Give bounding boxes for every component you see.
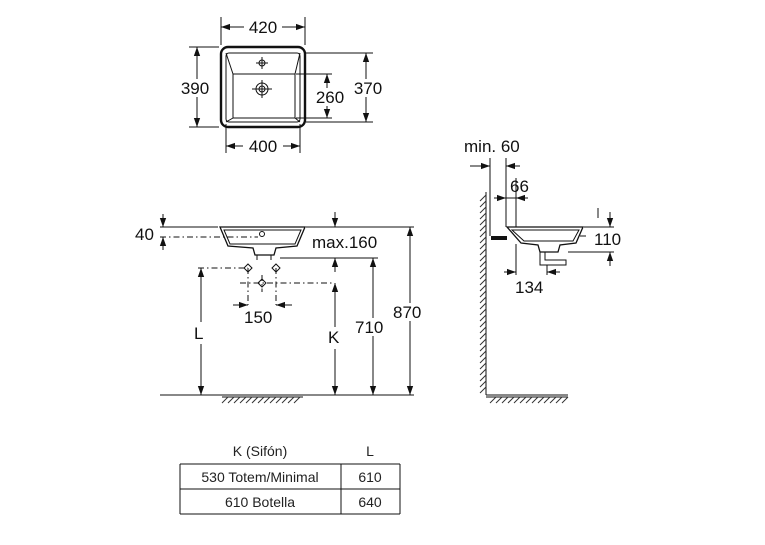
dim-max160: max.160 [312,233,377,252]
wall-bracket [491,236,507,240]
valve-right-icon [271,263,281,273]
dim-40: 40 [135,225,154,244]
basin-inner-outline [225,52,301,123]
dim-150: 150 [244,308,272,327]
table-row-2-k: 610 Botella [225,494,295,510]
dim-260: 260 [316,88,344,107]
basin-outer-outline [219,45,307,129]
side-view: min. 60 66 110 134 [464,137,621,404]
table-header-k: K (Sifón) [233,443,287,459]
wall-hatch [479,194,487,394]
dim-400: 400 [249,137,277,156]
front-view: 40 max.160 150 L K [135,212,429,404]
table-row-1-k: 530 Totem/Minimal [201,469,318,485]
table-row-1-l: 610 [358,469,382,485]
table-row-2-l: 640 [358,494,382,510]
valve-left-icon [243,263,253,273]
drain-icon [252,80,272,98]
label-K: K [328,328,340,347]
dim-390: 390 [181,79,209,98]
label-L: L [194,324,203,343]
basin-front-profile [219,226,306,256]
dim-min60: min. 60 [464,137,520,156]
dim-66: 66 [510,177,529,196]
siphon-table: K (Sifón) L 530 Totem/Minimal 610 610 Bo… [179,443,401,515]
dim-370: 370 [354,79,382,98]
dim-134: 134 [515,278,543,297]
top-view: 420 390 260 370 400 [176,17,388,156]
trap-outlet-icon [257,278,267,288]
dim-110: 110 [594,230,621,249]
tap-hole-icon [256,57,268,69]
dim-710: 710 [355,318,383,337]
basin-side-profile [505,226,584,253]
bowl-outline [232,73,296,119]
table-header-l: L [366,443,374,459]
floor-hatch [221,396,301,404]
dim-420: 420 [249,18,277,37]
dim-870: 870 [393,303,421,322]
side-floor-hatch [489,396,569,404]
